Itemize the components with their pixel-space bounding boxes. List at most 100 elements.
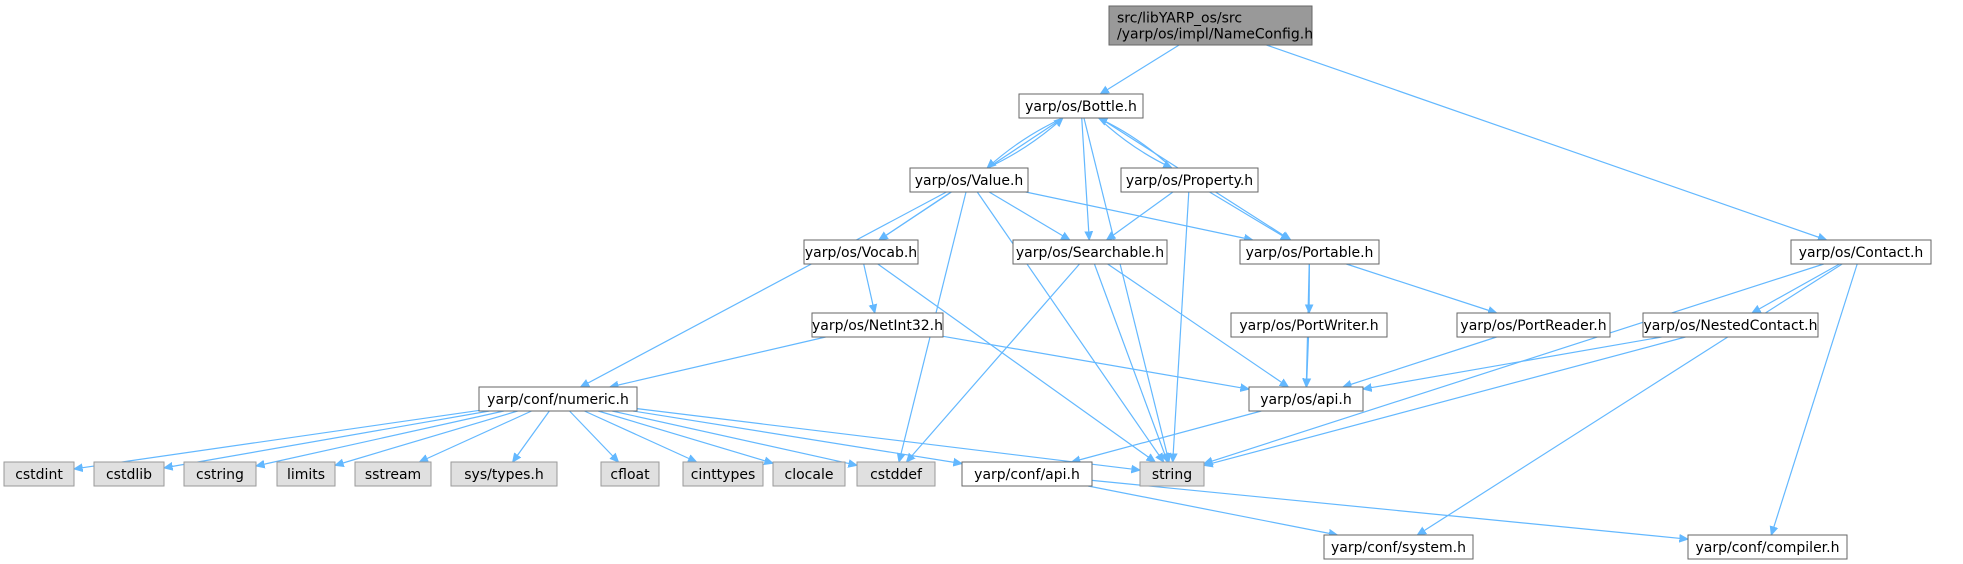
node-box xyxy=(93,461,165,487)
edge-nestedcontact-to-string xyxy=(1204,336,1686,465)
node-label: yarp/os/Property.h xyxy=(1126,173,1253,189)
node-portwriter[interactable]: yarp/os/PortWriter.h xyxy=(1230,312,1388,338)
node-box xyxy=(600,461,660,487)
node-label: yarp/os/PortWriter.h xyxy=(1239,318,1378,334)
node-box xyxy=(1456,312,1611,338)
node-label: yarp/os/NetInt32.h xyxy=(812,318,943,334)
node-netint32[interactable]: yarp/os/NetInt32.h xyxy=(811,312,944,338)
node-label: sstream xyxy=(365,467,421,483)
node-cstdlib: cstdlib xyxy=(93,461,165,487)
node-box xyxy=(811,312,944,338)
edge-searchable-to-cstddef xyxy=(906,263,1080,462)
node-cstddef: cstddef xyxy=(856,461,936,487)
node-label: /yarp/os/impl/NameConfig.h xyxy=(1117,27,1313,43)
node-box xyxy=(803,239,919,265)
node-box xyxy=(1108,5,1313,46)
node-box xyxy=(183,461,257,487)
node-box xyxy=(1018,93,1144,119)
node-cfloat: cfloat xyxy=(600,461,660,487)
edge-numeric-to-sstream xyxy=(419,410,532,463)
node-box xyxy=(1790,239,1932,265)
node-label: clocale xyxy=(785,467,834,483)
node-root[interactable]: src/libYARP_os/src/yarp/os/impl/NameConf… xyxy=(1108,5,1313,46)
node-label: yarp/os/Portable.h xyxy=(1246,245,1374,261)
node-box xyxy=(478,386,638,412)
node-layer: src/libYARP_os/src/yarp/os/impl/NameConf… xyxy=(3,5,1932,560)
node-string: string xyxy=(1139,461,1205,487)
node-box xyxy=(1323,534,1474,560)
node-box xyxy=(1248,386,1364,412)
node-label: src/libYARP_os/src xyxy=(1117,11,1242,27)
node-confapi[interactable]: yarp/conf/api.h xyxy=(961,461,1093,487)
node-contact[interactable]: yarp/os/Contact.h xyxy=(1790,239,1932,265)
node-label: yarp/conf/api.h xyxy=(974,467,1080,483)
node-label: cstdlib xyxy=(106,467,152,483)
edge-contact-to-nestedcontact xyxy=(1752,263,1840,313)
node-box xyxy=(1120,167,1259,193)
node-numeric[interactable]: yarp/conf/numeric.h xyxy=(478,386,638,412)
edge-searchable-to-osapi xyxy=(1107,263,1289,387)
node-label: yarp/os/Value.h xyxy=(915,173,1024,189)
edge-portable-to-portreader xyxy=(1346,263,1496,313)
edge-osapi-to-confapi xyxy=(1072,410,1262,462)
node-confcompiler[interactable]: yarp/conf/compiler.h xyxy=(1687,534,1848,560)
edge-property-to-portable xyxy=(1209,191,1290,240)
edge-value-to-searchable xyxy=(988,191,1070,240)
edge-property-to-bottle xyxy=(1099,117,1173,169)
edge-property-to-searchable xyxy=(1107,191,1174,240)
edge-nestedcontact-to-osapi xyxy=(1363,336,1662,389)
node-limits: limits xyxy=(276,461,336,487)
node-label: yarp/os/api.h xyxy=(1260,392,1351,408)
node-osapi[interactable]: yarp/os/api.h xyxy=(1248,386,1364,412)
node-label: sys/types.h xyxy=(464,467,543,483)
node-box xyxy=(3,461,75,487)
node-portable[interactable]: yarp/os/Portable.h xyxy=(1239,239,1380,265)
node-label: yarp/os/Contact.h xyxy=(1799,245,1924,261)
edge-root-to-contact xyxy=(1266,44,1827,240)
edge-value-to-numeric xyxy=(581,191,947,387)
edge-numeric-to-cstdint xyxy=(74,409,480,469)
edge-layer xyxy=(74,44,1858,539)
node-bottle[interactable]: yarp/os/Bottle.h xyxy=(1018,93,1144,119)
edge-netint32-to-osapi xyxy=(942,335,1249,389)
node-sstream: sstream xyxy=(354,461,432,487)
edge-confapi-to-confsystem xyxy=(1087,485,1337,535)
edge-portwriter-to-osapi xyxy=(1306,336,1308,387)
node-property[interactable]: yarp/os/Property.h xyxy=(1120,167,1259,193)
node-confsystem[interactable]: yarp/conf/system.h xyxy=(1323,534,1474,560)
node-box xyxy=(1139,461,1205,487)
node-searchable[interactable]: yarp/os/Searchable.h xyxy=(1012,239,1168,265)
edge-numeric-to-cinttypes xyxy=(584,410,696,463)
node-nestedcontact[interactable]: yarp/os/NestedContact.h xyxy=(1642,312,1819,338)
node-vocab[interactable]: yarp/os/Vocab.h xyxy=(803,239,919,265)
edge-contact-to-confcompiler xyxy=(1771,263,1858,535)
edge-searchable-to-string xyxy=(1093,263,1167,462)
node-label: string xyxy=(1152,467,1192,483)
node-label: cfloat xyxy=(610,467,650,483)
edge-value-to-bottle xyxy=(986,118,1063,169)
edge-property-to-string xyxy=(1173,191,1190,462)
node-box xyxy=(1239,239,1380,265)
node-box xyxy=(1687,534,1848,560)
node-value[interactable]: yarp/os/Value.h xyxy=(909,167,1029,193)
edge-contact-to-confsystem xyxy=(1417,263,1843,535)
edge-numeric-to-systypes xyxy=(513,410,550,462)
edge-numeric-to-cfloat xyxy=(569,410,619,462)
node-label: yarp/conf/system.h xyxy=(1331,540,1466,556)
node-cinttypes: cinttypes xyxy=(682,461,764,487)
node-label: yarp/os/Bottle.h xyxy=(1025,99,1137,115)
edge-root-to-bottle xyxy=(1100,44,1180,94)
node-label: cstdint xyxy=(15,467,63,483)
edge-netint32-to-numeric xyxy=(610,336,826,387)
edge-numeric-to-string xyxy=(636,408,1140,470)
node-label: yarp/os/Searchable.h xyxy=(1016,245,1164,261)
node-label: cstddef xyxy=(870,467,923,483)
node-box xyxy=(1230,312,1388,338)
node-clocale: clocale xyxy=(772,461,846,487)
edge-vocab-to-string xyxy=(877,263,1155,462)
node-box xyxy=(1012,239,1168,265)
node-portreader[interactable]: yarp/os/PortReader.h xyxy=(1456,312,1611,338)
node-label: yarp/os/NestedContact.h xyxy=(1644,318,1818,334)
node-label: yarp/conf/compiler.h xyxy=(1696,540,1840,556)
